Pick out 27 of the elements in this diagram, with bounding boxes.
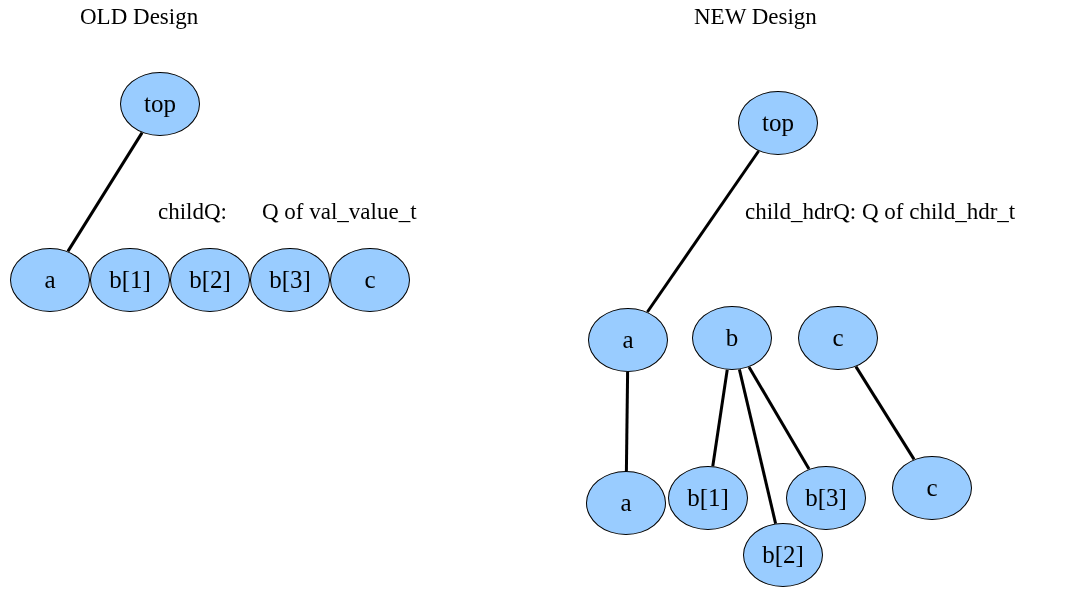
heading: NEW Design [694, 4, 817, 30]
ellipse-node: c [798, 306, 878, 370]
ellipse-node: top [120, 72, 200, 136]
ellipse-node: b[1] [90, 248, 170, 312]
ellipse-node: a [10, 248, 90, 312]
connector-line [624, 371, 630, 472]
ellipse-node: top [738, 91, 818, 155]
queue-label: Q of val_value_t [262, 199, 417, 225]
ellipse-node: b[2] [743, 523, 823, 587]
ellipse-node: b [692, 306, 772, 370]
ellipse-node: b[1] [668, 466, 748, 530]
ellipse-node: a [588, 308, 668, 372]
ellipse-node: c [892, 456, 972, 520]
connector-line [737, 369, 778, 524]
ellipse-node: b[3] [786, 466, 866, 530]
ellipse-node: a [586, 471, 666, 535]
queue-label: childQ: [158, 199, 227, 225]
queue-label: child_hdrQ: Q of child_hdr_t [745, 199, 1016, 225]
connector-line [747, 366, 811, 470]
ellipse-node: c [330, 248, 410, 312]
connector-line [854, 365, 916, 461]
ellipse-node: b[3] [250, 248, 330, 312]
ellipse-node: b[2] [170, 248, 250, 312]
connector-line [711, 369, 729, 467]
connector-line [66, 131, 144, 253]
heading: OLD Design [80, 4, 199, 30]
connector-line [646, 150, 760, 313]
